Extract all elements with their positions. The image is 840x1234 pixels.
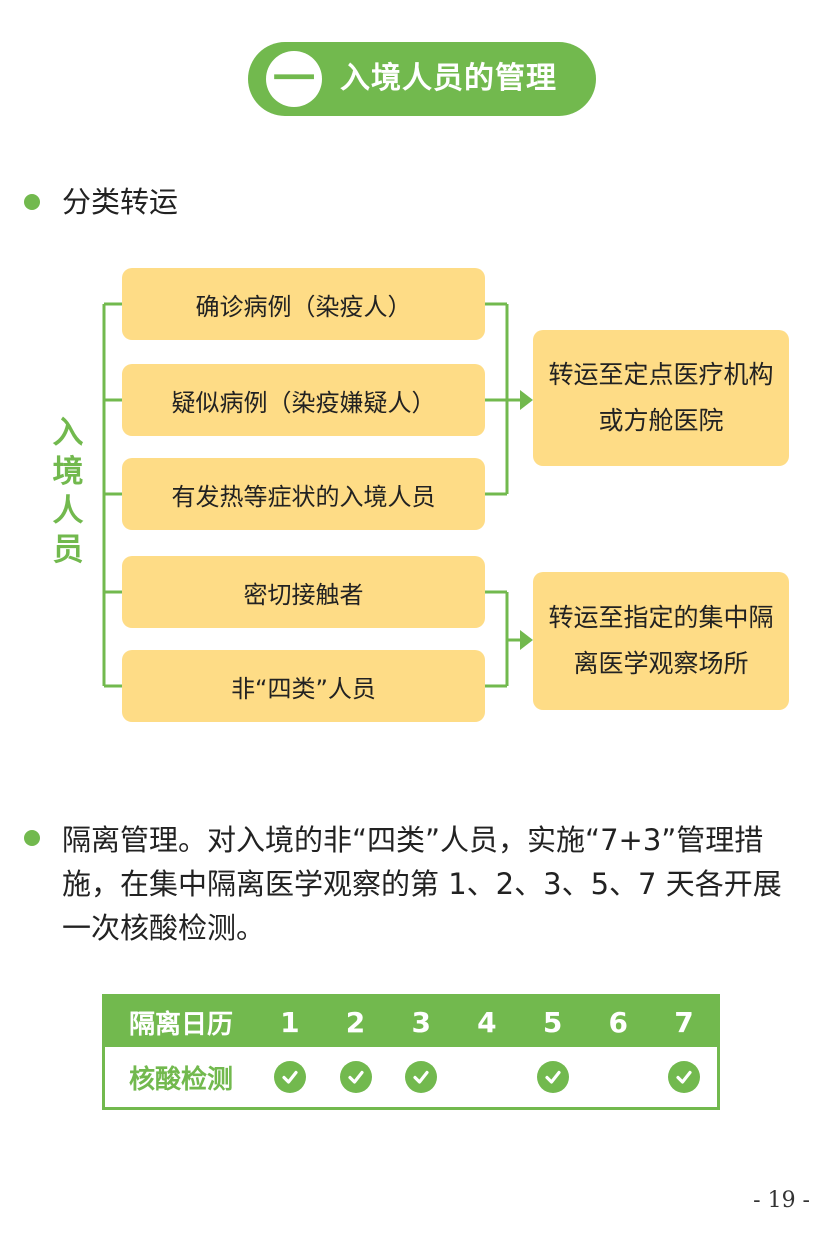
test-row-label: 核酸检测 (128, 1064, 233, 1095)
check-circle-icon (273, 1061, 306, 1093)
bullet-dot (24, 194, 40, 210)
arrow-right-icon (520, 630, 533, 650)
check-circle-icon (667, 1061, 700, 1093)
check-circle-icon (339, 1061, 372, 1093)
calendar-day: 7 (674, 1005, 694, 1039)
category-box-non-four-types: 非“四类”人员 (122, 650, 485, 722)
chapter-title: 入境人员的管理 (340, 61, 557, 96)
destination-box-quarantine-site: 转运至指定的集中隔离医学观察场所 (533, 572, 789, 710)
calendar-day: 5 (542, 1005, 563, 1039)
page-number: - 19 - (753, 1188, 810, 1213)
calendar-header-label: 隔离日历 (128, 1009, 233, 1040)
test-day-cell (520, 1059, 586, 1095)
calendar-header-row: 隔离日历 1 2 3 4 5 6 7 (105, 997, 717, 1047)
bullet-dot (24, 830, 40, 846)
test-day-cell (585, 1059, 651, 1095)
category-box-confirmed: 确诊病例（染疫人） (122, 268, 485, 340)
test-day-cell (323, 1059, 389, 1095)
test-day-cell (651, 1059, 717, 1095)
check-circle-icon (536, 1061, 569, 1093)
category-box-close-contact: 密切接触者 (122, 556, 485, 628)
chapter-title-banner: 一 入境人员的管理 (248, 42, 596, 116)
quarantine-calendar-table: 隔离日历 1 2 3 4 5 6 7 核酸检测 (102, 994, 720, 1110)
nucleic-test-row: 核酸检测 (105, 1047, 717, 1107)
test-day-cell (257, 1059, 323, 1095)
calendar-day: 2 (345, 1005, 366, 1039)
side-label-entry-personnel: 入 境 人 员 (52, 415, 84, 568)
destination-box-hospital: 转运至定点医疗机构或方舱医院 (533, 330, 789, 466)
test-day-cell (454, 1059, 520, 1095)
category-box-suspected: 疑似病例（染疫嫌疑人） (122, 364, 485, 436)
calendar-day: 4 (477, 1005, 497, 1039)
arrow-right-icon (520, 390, 533, 410)
calendar-day: 6 (608, 1005, 629, 1039)
check-circle-icon (405, 1061, 438, 1093)
section-heading-transfer: 分类转运 (62, 185, 179, 219)
quarantine-management-paragraph: 隔离管理。对入境的非“四类”人员，实施“7+3”管理措施，在集中隔离医学观察的第… (62, 823, 782, 945)
calendar-day: 3 (411, 1005, 431, 1039)
category-box-fever: 有发热等症状的入境人员 (122, 458, 485, 530)
flow-connector-lines (102, 302, 533, 688)
chapter-number: 一 (266, 51, 322, 107)
test-day-cell (388, 1059, 454, 1095)
calendar-day: 1 (280, 1005, 300, 1039)
